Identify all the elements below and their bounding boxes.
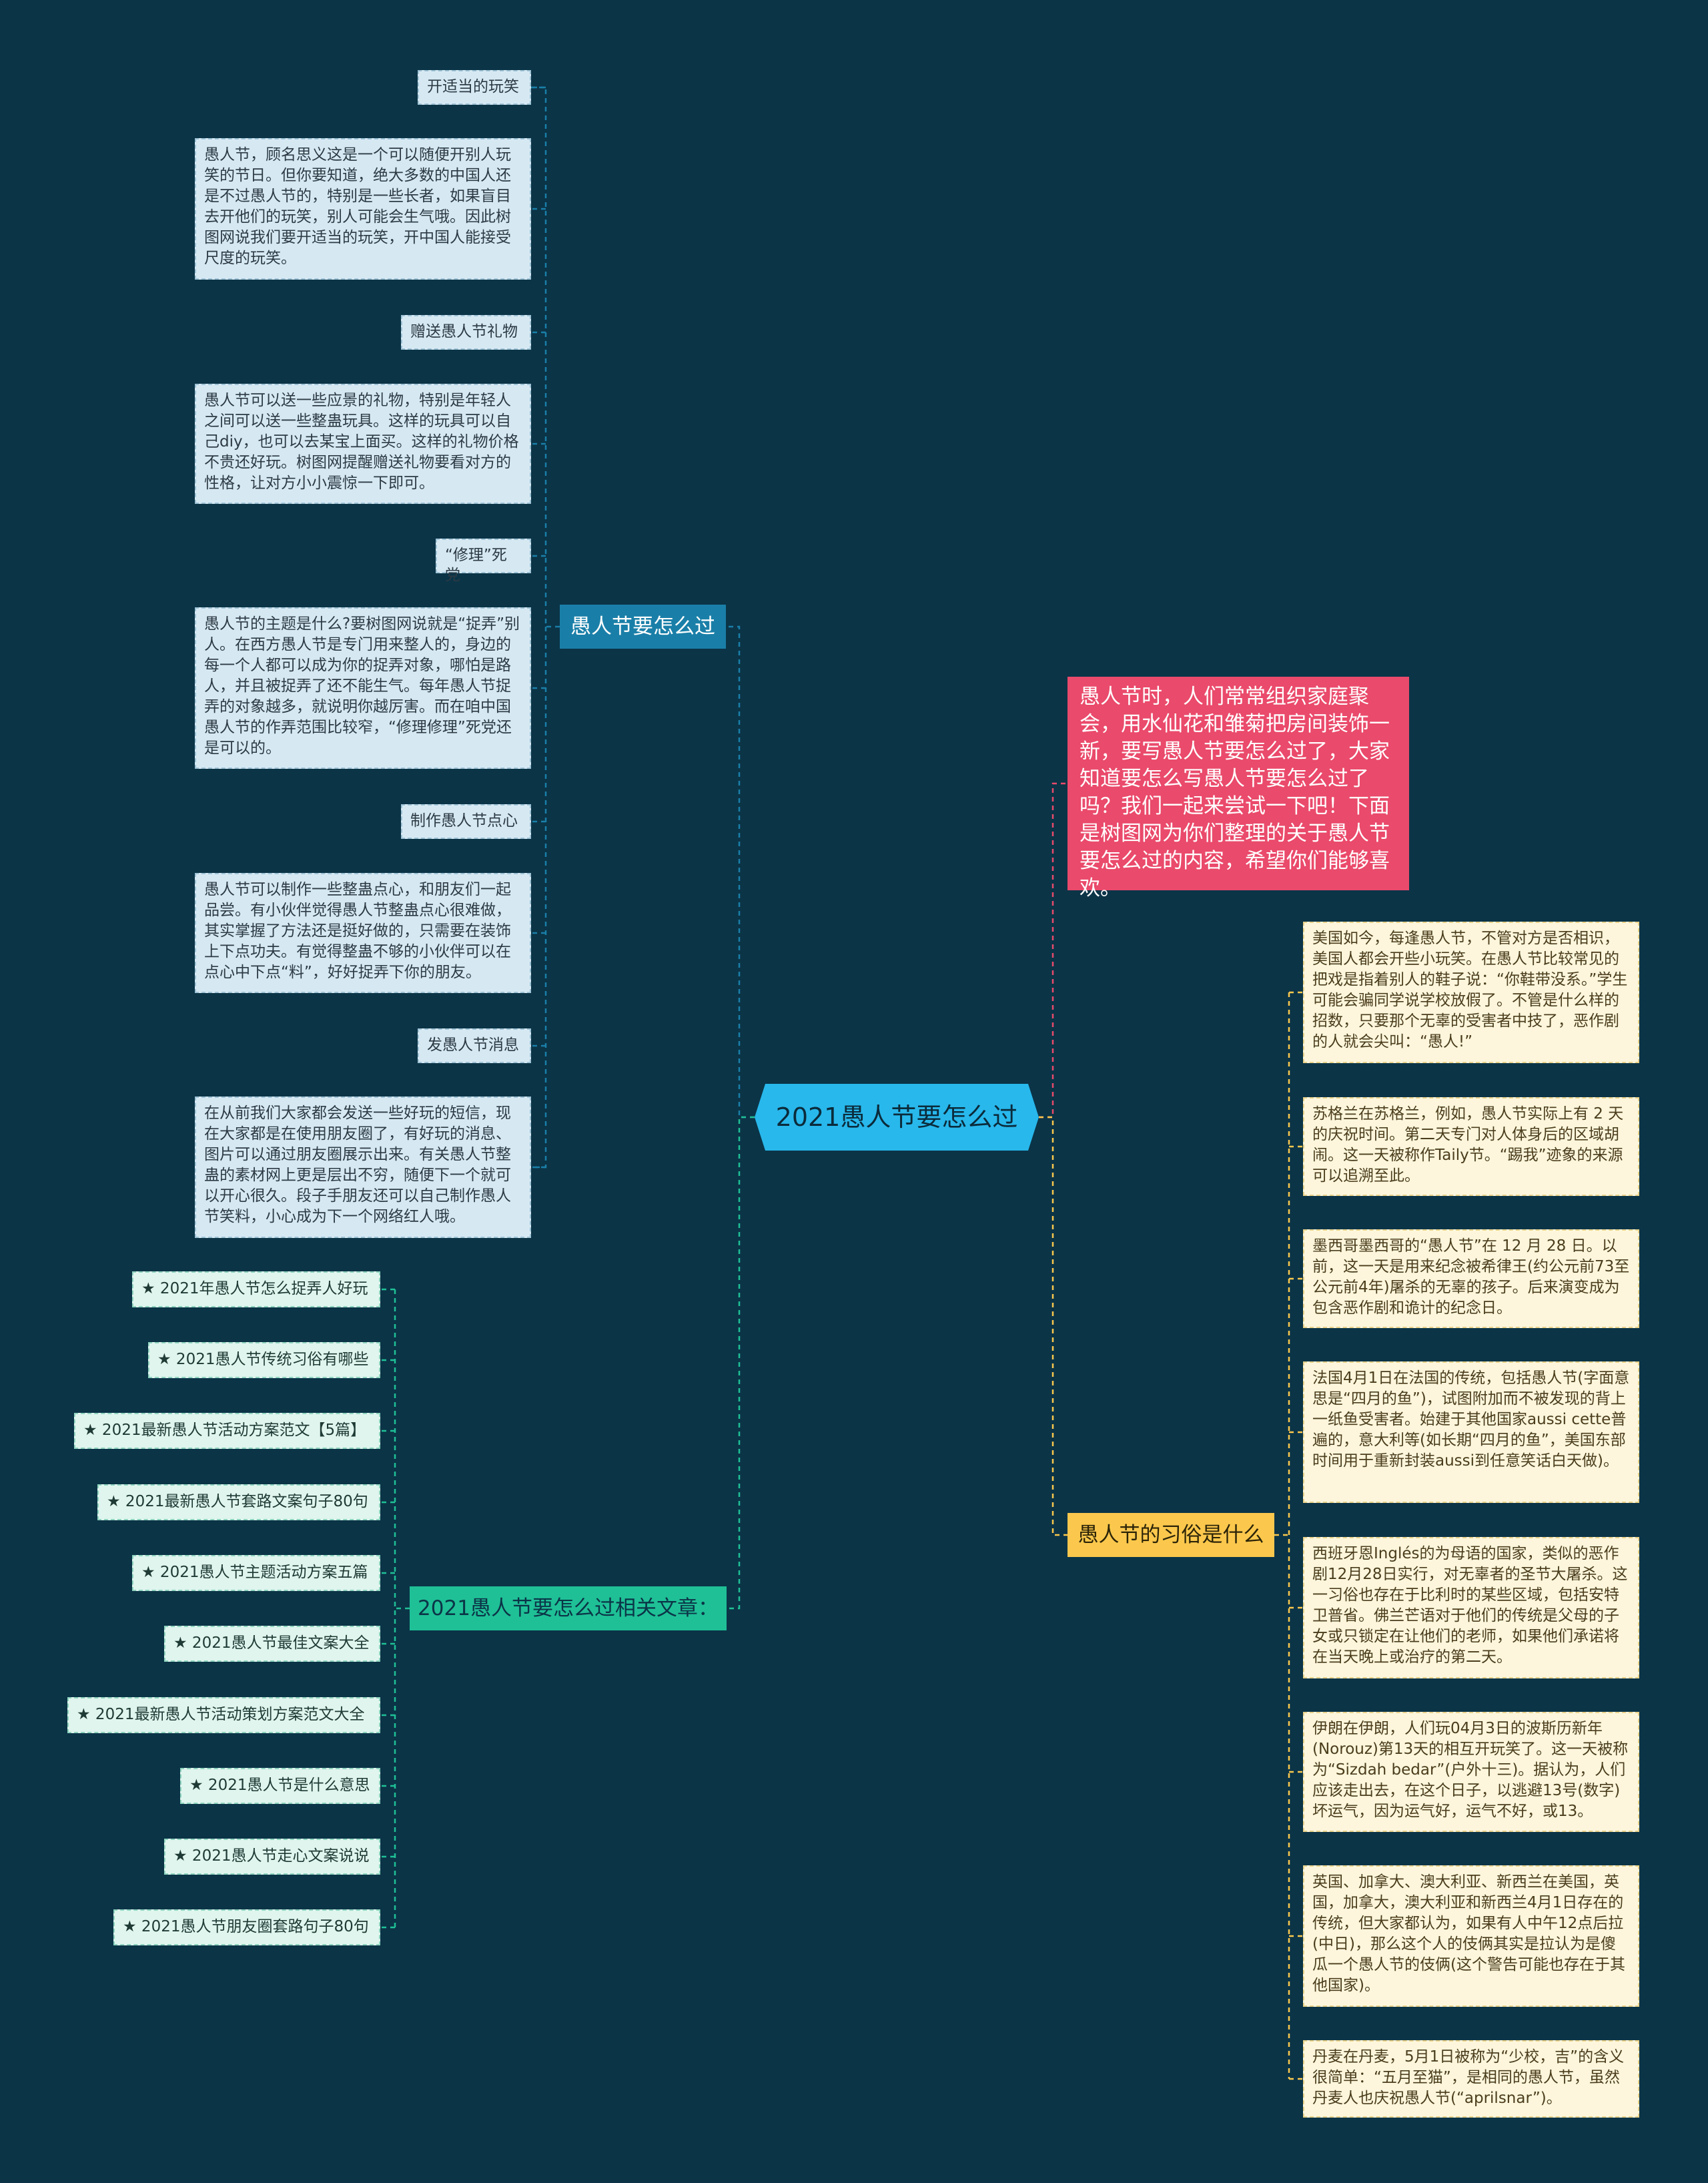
custom-item[interactable]: 西班牙恩Inglés的为母语的国家，类似的恶作剧12月28日实行，对无辜者的圣节… — [1303, 1537, 1639, 1678]
related-article-link[interactable]: ★ 2021最新愚人节活动方案范文【5篇】 — [74, 1413, 380, 1449]
central-topic[interactable]: 2021愚人节要怎么过 — [755, 1084, 1039, 1151]
connector-line — [531, 627, 547, 1169]
how-item-text[interactable]: 在从前我们大家都会发送一些好玩的短信，现在大家都是在使用朋友圈了，有好玩的消息、… — [195, 1097, 531, 1238]
related-article-link[interactable]: ★ 2021愚人节走心文案说说 — [164, 1839, 380, 1875]
custom-item[interactable]: 墨西哥墨西哥的“愚人节”在 12 月 28 日。以前，这一天是用来纪念被希律王(… — [1303, 1229, 1639, 1328]
custom-item[interactable]: 丹麦在丹麦，5月1日被称为“少校，吉”的含义很简单：“五月至猫”，是相同的愚人节… — [1303, 2040, 1639, 2118]
how-item-label[interactable]: 开适当的玩笑 — [418, 70, 531, 105]
related-article-link[interactable]: ★ 2021年愚人节怎么捉弄人好玩 — [132, 1271, 380, 1307]
branch-customs[interactable]: 愚人节的习俗是什么 — [1068, 1513, 1274, 1557]
intro-note[interactable]: 愚人节时，人们常常组织家庭聚会，用水仙花和雏菊把房间装饰一新，要写愚人节要怎么过… — [1068, 677, 1409, 900]
connector-line — [727, 1116, 755, 1610]
related-article-link[interactable]: ★ 2021愚人节主题活动方案五篇 — [132, 1555, 380, 1591]
related-article-link[interactable]: ★ 2021愚人节朋友圈套路句子80句 — [113, 1909, 380, 1945]
custom-item[interactable]: 英国、加拿大、澳大利亚、新西兰在美国，英国，加拿大，澳大利亚和新西兰4月1日存在… — [1303, 1865, 1639, 2007]
connector-line — [726, 625, 755, 1119]
how-item-text[interactable]: 愚人节，顾名思义这是一个可以随便开别人玩笑的节日。但你要知道，绝大多数的中国人还… — [195, 138, 531, 280]
related-article-link[interactable]: ★ 2021最新愚人节活动策划方案范文大全 — [67, 1697, 380, 1733]
branch-related-articles[interactable]: 2021愚人节要怎么过相关文章： — [410, 1586, 727, 1630]
how-item-text[interactable]: 愚人节的主题是什么?要树图网说就是“捉弄”别人。在西方愚人节是专门用来整人的，身… — [195, 607, 531, 769]
how-item-label[interactable]: 发愚人节消息 — [418, 1028, 531, 1063]
how-item-label[interactable]: 赠送愚人节礼物 — [401, 315, 531, 350]
related-article-link[interactable]: ★ 2021最新愚人节套路文案句子80句 — [97, 1484, 380, 1520]
related-article-link[interactable]: ★ 2021愚人节传统习俗有哪些 — [148, 1342, 380, 1378]
connector-line — [1039, 782, 1068, 1119]
custom-item[interactable]: 法国4月1日在法国的传统，包括愚人节(字面意思是“四月的鱼”)，试图附加而不被发… — [1303, 1361, 1639, 1503]
custom-item[interactable]: 伊朗在伊朗，人们玩04月3日的波斯历新年(Norouz)第13天的相互开玩笑了。… — [1303, 1712, 1639, 1832]
connector-line — [531, 86, 560, 628]
how-item-label[interactable]: 制作愚人节点心 — [401, 804, 531, 839]
how-item-label[interactable]: “修理”死党 — [436, 539, 531, 584]
how-item-text[interactable]: 愚人节可以制作一些整蛊点心，和朋友们一起品尝。有小伙伴觉得愚人节整蛊点心很难做，… — [195, 873, 531, 993]
custom-item[interactable]: 苏格兰在苏格兰，例如，愚人节实际上有 2 天的庆祝时间。第二天专门对人体身后的区… — [1303, 1097, 1639, 1196]
branch-how-to-celebrate[interactable]: 愚人节要怎么过 — [560, 605, 726, 649]
related-article-link[interactable]: ★ 2021愚人节是什么意思 — [180, 1768, 380, 1804]
connector-line — [1039, 1116, 1068, 1536]
custom-item[interactable]: 美国如今，每逢愚人节，不管对方是否相识，美国人都会开些小玩笑。在愚人节比较常见的… — [1303, 922, 1639, 1063]
related-article-link[interactable]: ★ 2021愚人节最佳文案大全 — [164, 1626, 380, 1662]
how-item-text[interactable]: 愚人节可以送一些应景的礼物，特别是年轻人之间可以送一些整蛊玩具。这样的玩具可以自… — [195, 384, 531, 504]
